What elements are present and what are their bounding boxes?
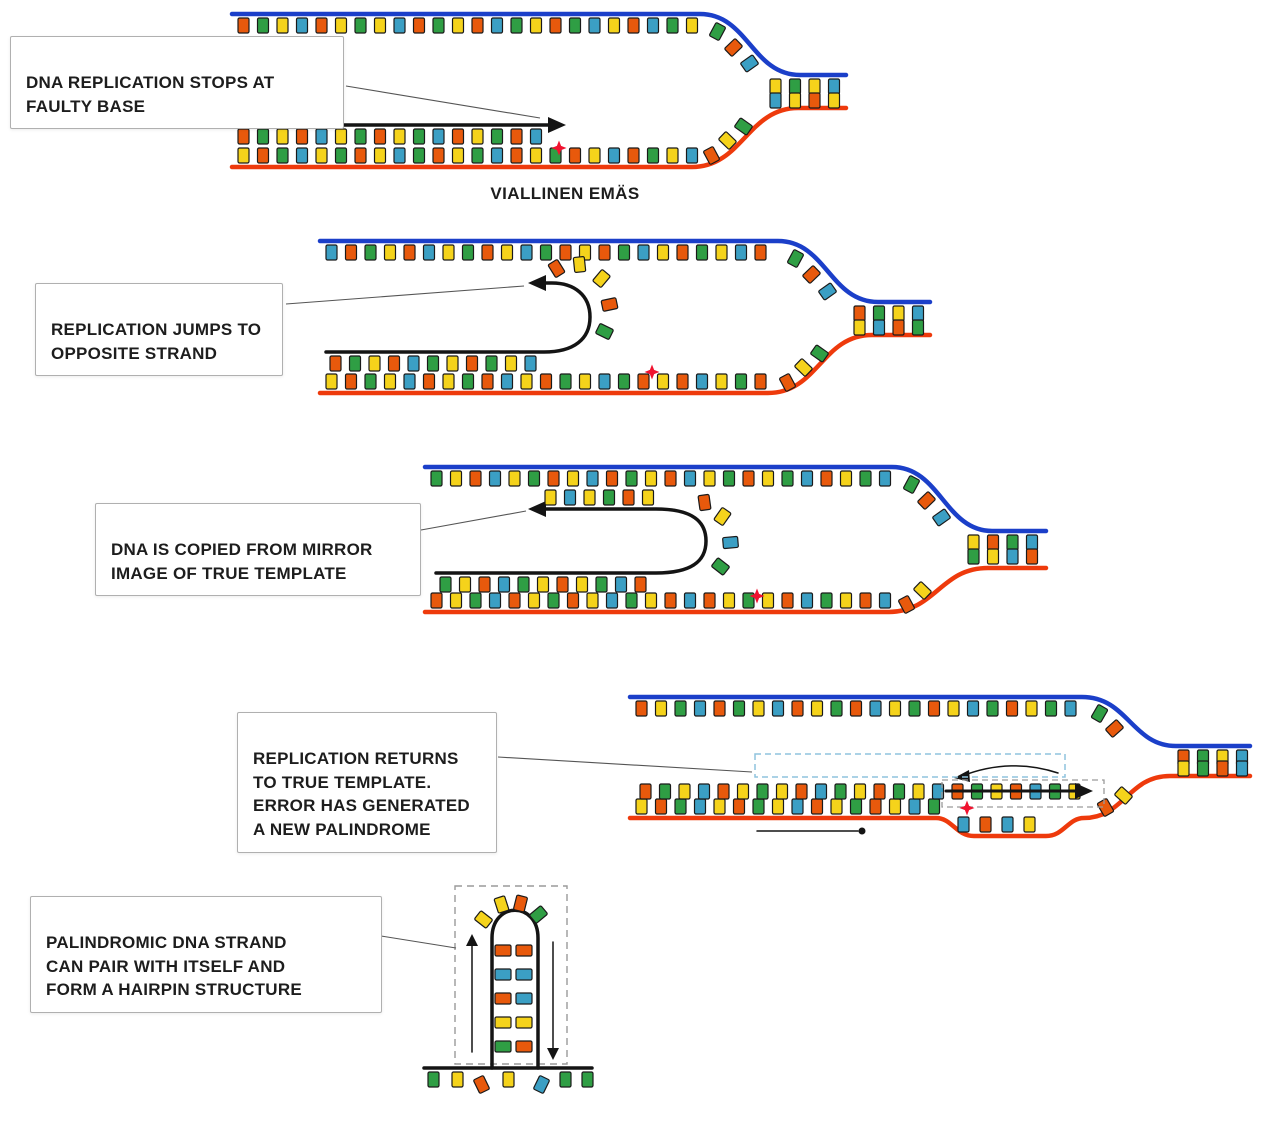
panel-4-label-text: REPLICATION RETURNS TO TRUE TEMPLATE. ER… (253, 748, 470, 840)
panel-2-label: REPLICATION JUMPS TO OPPOSITE STRAND (35, 283, 283, 377)
panel-4-label: REPLICATION RETURNS TO TRUE TEMPLATE. ER… (237, 712, 497, 853)
panel-5-diagram (380, 885, 594, 1094)
panel-2-diagram (285, 238, 933, 396)
panel-1-label: DNA REPLICATION STOPS AT FAULTY BASE (10, 36, 344, 130)
panel-4-diagram (497, 694, 1253, 839)
panel-1-diagram (229, 11, 849, 170)
panel-2-label-text: REPLICATION JUMPS TO OPPOSITE STRAND (51, 319, 262, 363)
faulty-base-caption: VIALLINEN EMÄS (490, 184, 640, 203)
panel-5-label: PALINDROMIC DNA STRAND CAN PAIR WITH ITS… (30, 896, 382, 1014)
panel-3-label-text: DNA IS COPIED FROM MIRROR IMAGE OF TRUE … (111, 539, 373, 583)
panel-5-label-text: PALINDROMIC DNA STRAND CAN PAIR WITH ITS… (46, 932, 302, 1000)
panel-1-label-text: DNA REPLICATION STOPS AT FAULTY BASE (26, 72, 275, 116)
panel-3-label: DNA IS COPIED FROM MIRROR IMAGE OF TRUE … (95, 503, 421, 597)
panel-3-diagram (420, 464, 1049, 615)
